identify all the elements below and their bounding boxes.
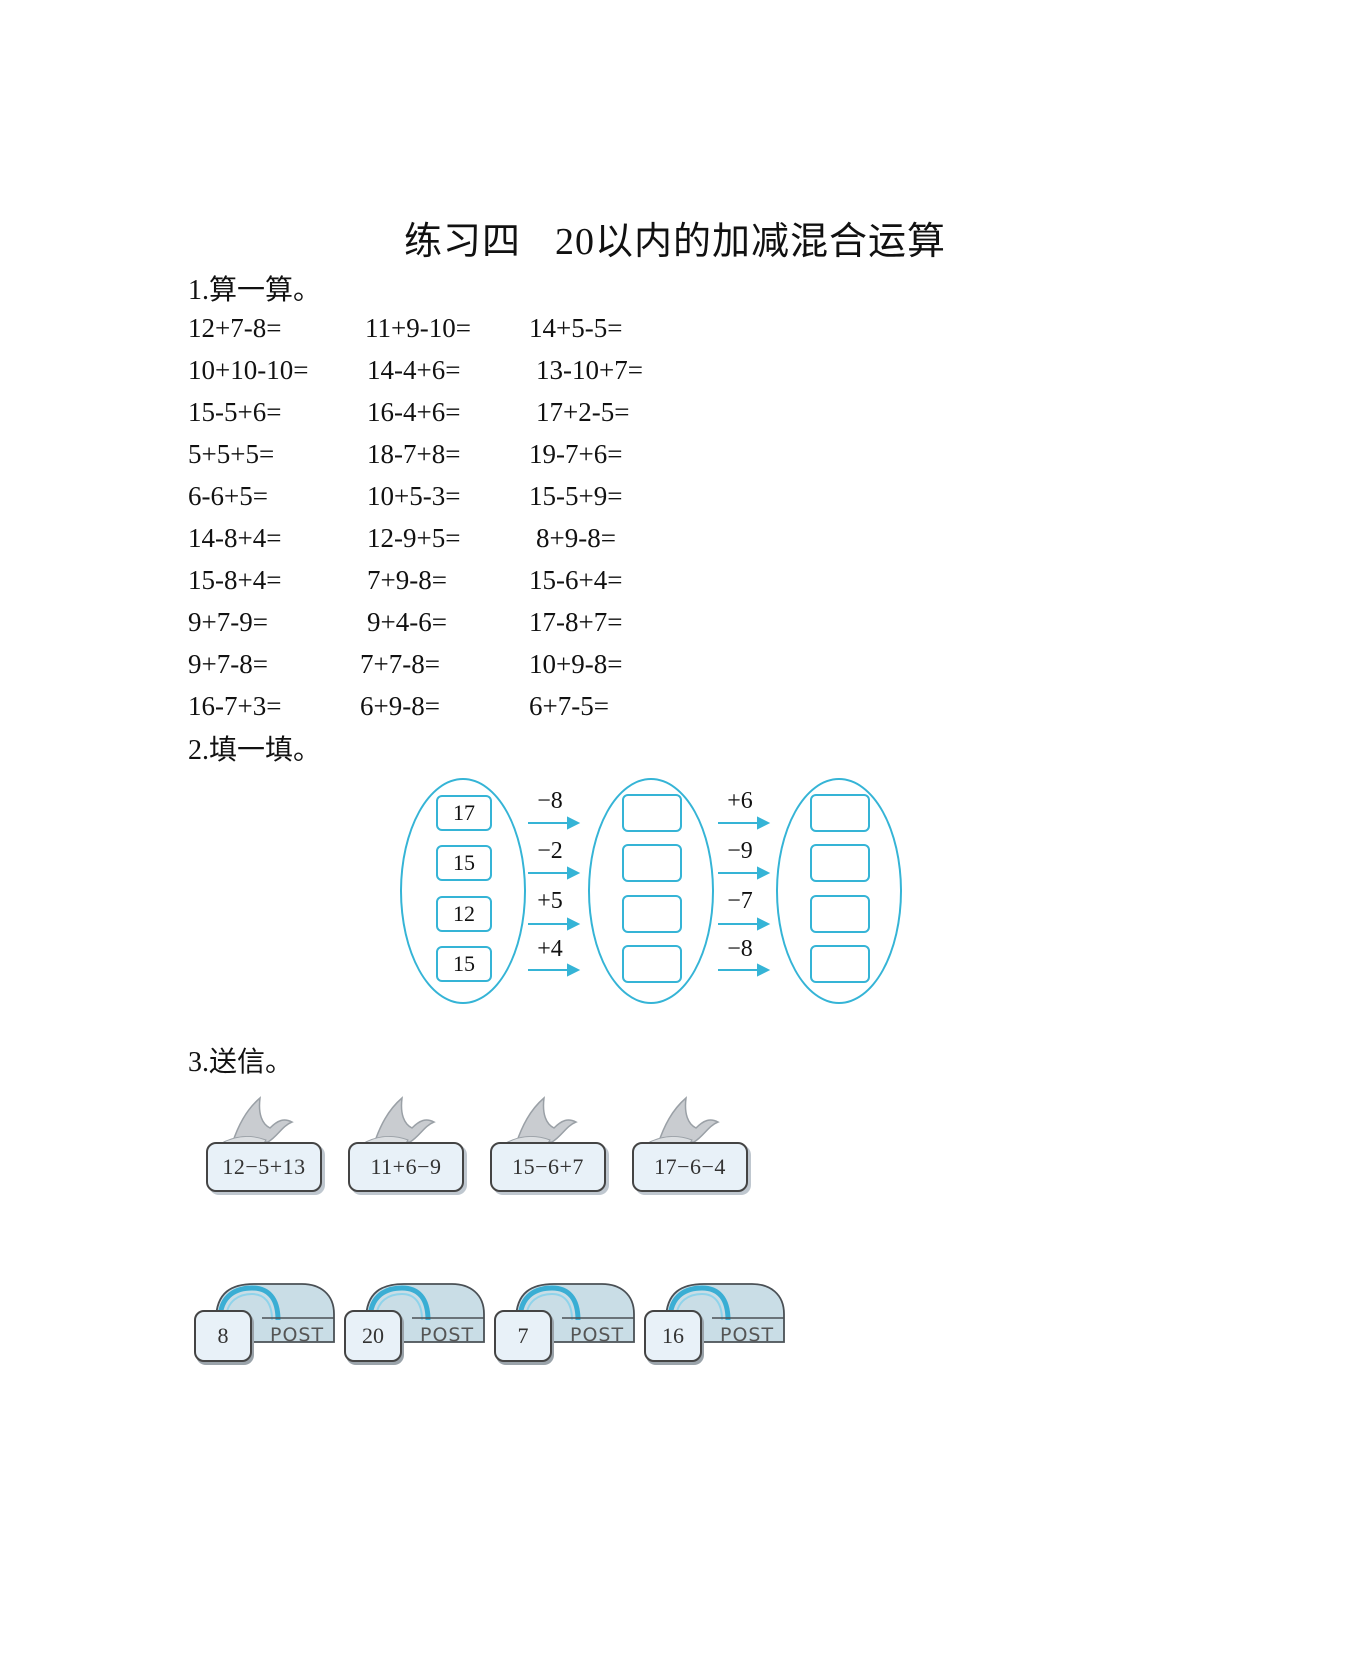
letter-row: 12−5+13 11+6−9 15−6+7 17−6−4 [200, 1092, 800, 1212]
exercise-item: 6-6+5= [188, 481, 268, 511]
answer-box-end[interactable] [810, 844, 870, 882]
exercise-item: 17+2-5= [536, 397, 630, 427]
mailbox-number: 20 [344, 1310, 402, 1362]
exercise-item: 11+9-10= [365, 313, 471, 343]
exercise-row: 9+7-9= 9+4-6= 17-8+7= [188, 607, 788, 651]
exercise-item: 12-9+5= [367, 523, 461, 553]
mailbox[interactable]: 16 POST [642, 1280, 787, 1370]
exercise-item: 10+10-10= [188, 355, 309, 385]
letter-card[interactable]: 17−6−4 [626, 1092, 752, 1202]
exercise-item: 7+7-8= [360, 649, 440, 679]
exercise-item: 10+5-3= [367, 481, 461, 511]
exercise-item: 12+7-8= [188, 313, 282, 343]
answer-box-middle[interactable] [622, 844, 682, 882]
page-title: 练习四 20以内的加减混合运算 [0, 210, 1350, 265]
mailbox-post-label: POST [570, 1324, 625, 1346]
answer-box-end[interactable] [810, 794, 870, 832]
letter-card[interactable]: 11+6−9 [342, 1092, 468, 1202]
title-part1: 练习四 [403, 221, 521, 263]
exercise-item: 7+9-8= [367, 565, 447, 595]
start-number-box: 15 [436, 946, 492, 982]
mailbox-post-label: POST [720, 1324, 775, 1346]
exercise-row: 15-8+4= 7+9-8= 15-6+4= [188, 565, 788, 609]
exercise-row: 16-7+3= 6+9-8= 6+7-5= [188, 691, 788, 735]
exercise-item: 14-8+4= [188, 523, 282, 553]
exercise-item: 19-7+6= [529, 439, 623, 469]
operation-label: −8 [727, 936, 753, 962]
exercise-row: 14-8+4= 12-9+5= 8+9-8= [188, 523, 788, 567]
letter-card[interactable]: 15−6+7 [484, 1092, 610, 1202]
exercise-row: 15-5+6= 16-4+6= 17+2-5= [188, 397, 788, 441]
operation-label: +5 [537, 888, 563, 914]
answer-box-end[interactable] [810, 895, 870, 933]
operation-label: +4 [537, 936, 563, 962]
mailbox-post-label: POST [270, 1324, 325, 1346]
exercise-row: 10+10-10= 14-4+6= 13-10+7= [188, 355, 788, 399]
answer-box-middle[interactable] [622, 945, 682, 983]
start-number-box: 17 [436, 795, 492, 831]
exercise-item: 15-8+4= [188, 565, 282, 595]
mailbox[interactable]: 8 POST [192, 1280, 337, 1370]
operation-label: −2 [537, 838, 563, 864]
mailbox[interactable]: 7 POST [492, 1280, 637, 1370]
section1-heading: 1.算一算。 [188, 275, 322, 306]
exercise-item: 10+9-8= [529, 649, 623, 679]
mailbox-row: 8 POST 20 POST 7 POST 16 POST [192, 1280, 812, 1380]
exercise-item: 5+5+5= [188, 439, 275, 469]
oval-end [776, 778, 902, 1004]
answer-box-middle[interactable] [622, 794, 682, 832]
oval-start [400, 778, 526, 1004]
section2-heading: 2.填一填。 [188, 735, 322, 766]
exercise-item: 15-5+9= [529, 481, 623, 511]
exercise-item: 15-5+6= [188, 397, 282, 427]
start-number-box: 15 [436, 845, 492, 881]
mailbox-number: 7 [494, 1310, 552, 1362]
section3-heading: 3.送信。 [188, 1047, 294, 1078]
answer-box-end[interactable] [810, 945, 870, 983]
letter-card[interactable]: 12−5+13 [200, 1092, 326, 1202]
start-number-box: 12 [436, 896, 492, 932]
mailbox-number: 16 [644, 1310, 702, 1362]
exercise-item: 17-8+7= [529, 607, 623, 637]
exercise-item: 6+7-5= [529, 691, 609, 721]
letter-expression: 17−6−4 [632, 1142, 748, 1192]
operation-label: +6 [727, 788, 753, 814]
mailbox-number: 8 [194, 1310, 252, 1362]
exercise-item: 16-7+3= [188, 691, 282, 721]
exercise-row: 9+7-8= 7+7-8= 10+9-8= [188, 649, 788, 693]
letter-expression: 15−6+7 [490, 1142, 606, 1192]
exercise-item: 8+9-8= [536, 523, 616, 553]
exercise-item: 6+9-8= [360, 691, 440, 721]
mailbox[interactable]: 20 POST [342, 1280, 487, 1370]
answer-box-middle[interactable] [622, 895, 682, 933]
fill-diagram: 17 15 12 15 −8 −2 +5 +4 +6 −9 −7 −8 [400, 778, 960, 1028]
exercise-item: 14-4+6= [367, 355, 461, 385]
exercise-row: 12+7-8= 11+9-10= 14+5-5= [188, 313, 788, 357]
operation-label: −9 [727, 838, 753, 864]
exercise-item: 18-7+8= [367, 439, 461, 469]
exercise-item: 14+5-5= [529, 313, 623, 343]
exercise-item: 15-6+4= [529, 565, 623, 595]
exercise-item: 13-10+7= [536, 355, 643, 385]
operation-label: −8 [537, 788, 563, 814]
operation-label: −7 [727, 888, 753, 914]
mailbox-post-label: POST [420, 1324, 475, 1346]
exercise-item: 9+4-6= [367, 607, 447, 637]
letter-expression: 11+6−9 [348, 1142, 464, 1192]
exercise-item: 9+7-9= [188, 607, 268, 637]
exercise-item: 9+7-8= [188, 649, 268, 679]
exercise-row: 5+5+5= 18-7+8= 19-7+6= [188, 439, 788, 483]
oval-middle [588, 778, 714, 1004]
exercise-row: 6-6+5= 10+5-3= 15-5+9= [188, 481, 788, 525]
exercise-item: 16-4+6= [367, 397, 461, 427]
title-part2: 20以内的加减混合运算 [555, 221, 947, 263]
letter-expression: 12−5+13 [206, 1142, 322, 1192]
arrows-graphic [528, 816, 771, 977]
